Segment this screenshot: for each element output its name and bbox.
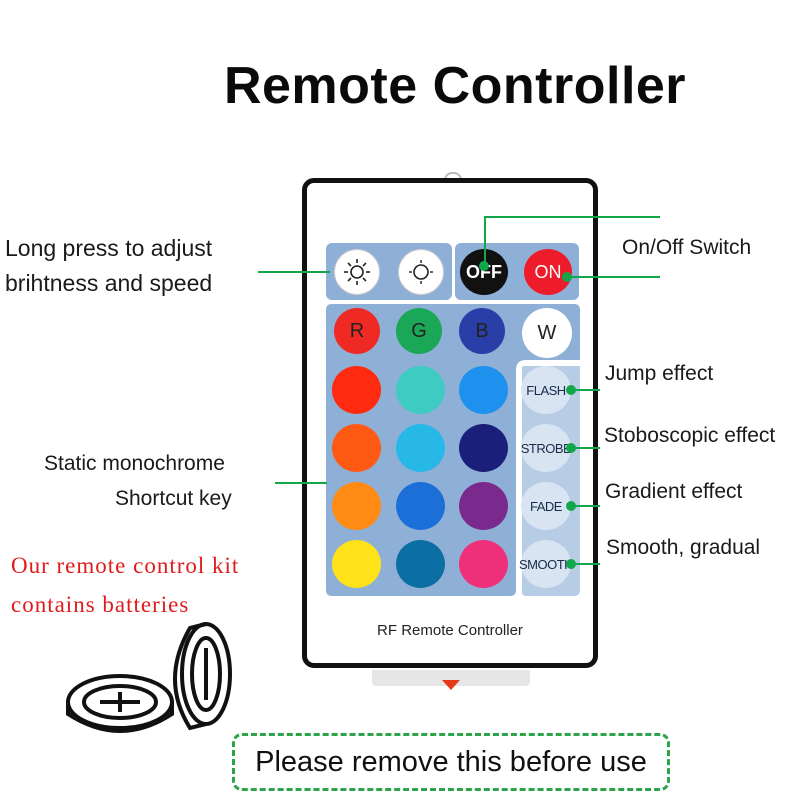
sun-icon bbox=[344, 259, 370, 285]
onoff-leader-vertical bbox=[484, 216, 486, 266]
brightness-annotation-line1: Long press to adjust bbox=[5, 235, 213, 261]
color-key-button[interactable] bbox=[459, 540, 508, 588]
strobe-button[interactable]: STROBE bbox=[521, 424, 572, 472]
smooth-annotation: Smooth, gradual bbox=[606, 536, 761, 559]
color-key-button[interactable] bbox=[459, 482, 508, 530]
static-annotation-line2: Shortcut key bbox=[115, 487, 232, 510]
smooth-leader-line bbox=[572, 563, 600, 565]
off-button[interactable]: OFF bbox=[460, 249, 508, 295]
color-key-button[interactable] bbox=[396, 424, 445, 472]
battery-note-line1: Our remote control kit bbox=[11, 553, 240, 578]
flash-button[interactable]: FLASH bbox=[521, 366, 571, 414]
fade-button[interactable]: FADE bbox=[521, 482, 571, 530]
red-button[interactable]: R bbox=[334, 308, 380, 354]
off-leader-dot bbox=[479, 261, 489, 271]
color-key-button[interactable] bbox=[332, 366, 381, 414]
strobe-annotation: Stoboscopic effect bbox=[604, 424, 776, 447]
static-annotation-line1: Static monochrome bbox=[44, 452, 225, 475]
fade-leader-dot bbox=[566, 501, 576, 511]
gradient-annotation: Gradient effect bbox=[605, 480, 743, 503]
onoff-leader-top bbox=[484, 216, 660, 218]
battery-note-line2: contains batteries bbox=[11, 592, 190, 617]
remote-antenna-nub bbox=[444, 172, 462, 182]
strobe-leader-dot bbox=[566, 443, 576, 453]
battery-pull-tab[interactable] bbox=[372, 670, 530, 686]
brightness-leader-line bbox=[258, 271, 330, 273]
on-leader-line bbox=[566, 276, 660, 278]
page-title: Remote Controller bbox=[223, 57, 687, 115]
on-leader-dot bbox=[562, 272, 572, 282]
smooth-leader-dot bbox=[566, 559, 576, 569]
brightness-annotation-line2: brihtness and speed bbox=[5, 270, 213, 296]
color-key-button[interactable] bbox=[332, 482, 381, 530]
remove-before-use-notice: Please remove this before use bbox=[232, 733, 670, 791]
remote-model-label: RF Remote Controller bbox=[377, 622, 523, 639]
jump-annotation: Jump effect bbox=[605, 362, 714, 385]
color-key-button[interactable] bbox=[396, 366, 445, 414]
color-panel bbox=[326, 304, 580, 596]
color-key-button[interactable] bbox=[332, 540, 381, 588]
color-key-button[interactable] bbox=[332, 424, 381, 472]
color-key-button[interactable] bbox=[396, 482, 445, 530]
strobe-leader-line bbox=[572, 447, 600, 449]
onoff-annotation: On/Off Switch bbox=[622, 236, 752, 259]
white-button[interactable]: W bbox=[522, 308, 572, 358]
brightness-up-button[interactable] bbox=[334, 249, 380, 295]
brightness-down-button[interactable] bbox=[398, 249, 444, 295]
on-button[interactable]: ON bbox=[524, 249, 572, 295]
color-key-button[interactable] bbox=[459, 366, 508, 414]
fade-leader-line bbox=[572, 505, 600, 507]
batteries-illustration bbox=[66, 622, 232, 733]
dim-sun-icon bbox=[409, 260, 433, 284]
blue-button[interactable]: B bbox=[459, 308, 505, 354]
color-key-button[interactable] bbox=[396, 540, 445, 588]
flash-leader-dot bbox=[566, 385, 576, 395]
color-key-button[interactable] bbox=[459, 424, 508, 472]
pull-arrow-icon bbox=[442, 680, 460, 690]
green-button[interactable]: G bbox=[396, 308, 442, 354]
static-leader-line bbox=[275, 482, 327, 484]
smooth-button[interactable]: SMOOTH bbox=[519, 540, 574, 588]
flash-leader-line bbox=[572, 389, 600, 391]
